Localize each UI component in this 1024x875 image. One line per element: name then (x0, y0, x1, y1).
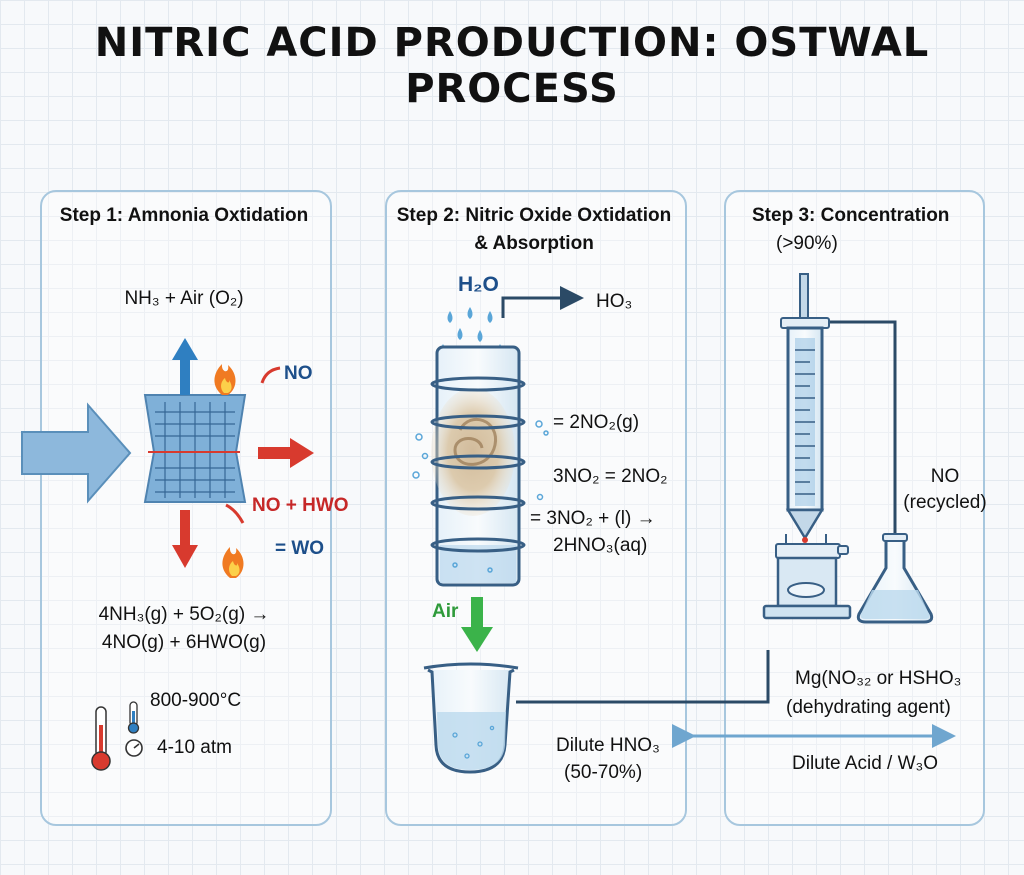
step2-heading-line2: & Absorption (474, 233, 594, 254)
diagram-title: NITRIC ACID PRODUCTION: OSTWAL PROCESS (94, 20, 930, 112)
step2-reaction1: = 2NO₂(g) (553, 412, 640, 433)
thermometer-icon (127, 701, 140, 734)
reactor-outlet-arrow (258, 438, 314, 468)
step2-heading-line1: Step 2: Nitric Oxide Oxtidation (396, 205, 672, 226)
step2-outlet-label: HO₃ (596, 291, 633, 312)
step2-reaction2: 3NO₂ = 2NO₂ (553, 466, 668, 487)
transfer-pipe (516, 650, 770, 704)
step3-recycle-line2: (recycled) (903, 492, 987, 513)
curved-arrow-icon (225, 503, 245, 524)
air-inlet-arrow (461, 597, 493, 652)
catalyst-gauze-reactor (143, 394, 247, 503)
step1-no-label: NO (284, 363, 313, 384)
recycle-pipe (830, 320, 897, 540)
step3-recycle-line1: NO (930, 466, 960, 487)
step2-water-label: H₂O (458, 273, 499, 296)
step1-pressure: 4-10 atm (157, 737, 232, 758)
step3-agent-line1: Mg(NO₃₂ or HSHO₃ (795, 668, 962, 689)
flame-icon (214, 364, 236, 395)
step2-air-label: Air (432, 601, 459, 622)
pressure-gauge-icon (125, 739, 143, 757)
step1-temperature: 800-900°C (150, 690, 242, 711)
flame-icon (222, 547, 244, 578)
step1-heading: Step 1: Amnonia Oxtidation (59, 205, 309, 226)
reactor-down-arrow (172, 510, 198, 568)
thermometer-icon (91, 706, 111, 771)
step2-reaction3-line1: = 3NO₂ + (l) → (530, 508, 656, 529)
step3-agent-line2: (dehydrating agent) (786, 697, 951, 718)
step3-byproduct: Dilute Acid / W₃O (792, 753, 939, 774)
step1-equation-line1: 4NH₃(g) + 5O₂(g) → (98, 604, 270, 625)
dilute-acid-beaker (423, 662, 519, 774)
distillation-column (780, 273, 830, 543)
receiving-flask (856, 533, 934, 624)
step1-equation-line2: 4NO(g) + 6HWO(g) (101, 632, 267, 653)
step1-no-hwo-label: NO + HWO (252, 495, 349, 516)
feed-inlet-arrow (21, 402, 132, 504)
step3-panel (724, 190, 985, 826)
step1-wo-label: = WO (275, 538, 325, 559)
heating-stand (762, 534, 852, 620)
step3-heading-line2: (>90%) (776, 233, 838, 254)
step2-product-line1: Dilute HNO₃ (556, 735, 660, 756)
step2-reaction3-line2: 2HNO₃(aq) (553, 535, 648, 556)
curved-arrow-icon (260, 366, 281, 384)
step2-product-line2: (50-70%) (564, 762, 643, 783)
step3-heading-line1: Step 3: Concentration (752, 205, 950, 226)
absorption-tower (412, 345, 549, 587)
outlet-arrow (501, 286, 584, 318)
step1-feed-label: NH₃ + Air (O₂) (124, 288, 244, 309)
step1-panel (40, 190, 332, 826)
reactor-up-arrow (172, 338, 198, 395)
